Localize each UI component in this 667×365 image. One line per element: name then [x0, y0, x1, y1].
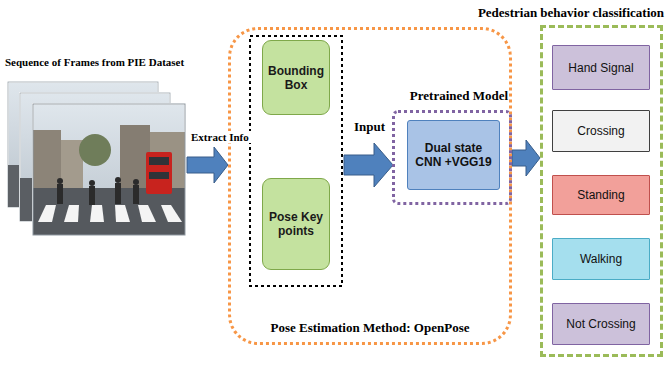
frame-stack [8, 82, 185, 235]
node-text: Crossing [577, 124, 624, 138]
bus-window [149, 172, 169, 179]
model-box: Dual state CNN +VGG19 [407, 120, 500, 190]
edge-label: Extract Info [189, 131, 251, 143]
class-box: Crossing [552, 110, 650, 152]
frame-sequence: Sequence of Frames from PIE Dataset [5, 56, 187, 238]
model-region: Pretrained ModelDual state CNN +VGG19 [392, 110, 512, 205]
class-box: Standing [552, 175, 650, 215]
bus-window [149, 157, 169, 165]
tree [79, 134, 111, 166]
pose-estimation-region: Pose Estimation Method: OpenPose Bounding… [228, 27, 512, 345]
node-text: Hand Signal [568, 61, 633, 75]
feature-box: Pose Key points [262, 178, 330, 270]
node-text: Not Crossing [566, 317, 635, 331]
class-box: Not Crossing [552, 303, 650, 345]
flow-arrow [512, 140, 540, 176]
front-frame-outline [33, 104, 185, 235]
input-arrow [344, 143, 393, 187]
dashed-group-box [250, 36, 342, 286]
class-box: Walking [552, 238, 650, 280]
region-heading: Sequence of Frames from PIE Dataset [5, 56, 184, 68]
arrow-label: Input [354, 119, 385, 135]
node-text: Dual state CNN +VGG19 [412, 141, 495, 169]
building [120, 125, 150, 190]
node-text: Bounding Box [267, 64, 325, 92]
class-box: Hand Signal [552, 45, 650, 90]
front-frame-road [33, 188, 185, 235]
node-text: Walking [580, 252, 622, 266]
zebra-crossing [38, 205, 182, 222]
building [33, 130, 61, 190]
region-heading: Pose Estimation Method: OpenPose [231, 320, 509, 336]
node-text: Pose Key points [267, 210, 325, 238]
feature-box: Bounding Box [262, 40, 330, 115]
flow-arrow [187, 147, 228, 183]
front-frame [33, 104, 185, 235]
classification-region: Pedestrian behavior classificationHand S… [540, 25, 663, 357]
region-heading: Pedestrian behavior classification [478, 5, 664, 21]
red-bus [146, 152, 172, 194]
pedestrians [57, 177, 139, 205]
node-text: Standing [577, 188, 624, 202]
